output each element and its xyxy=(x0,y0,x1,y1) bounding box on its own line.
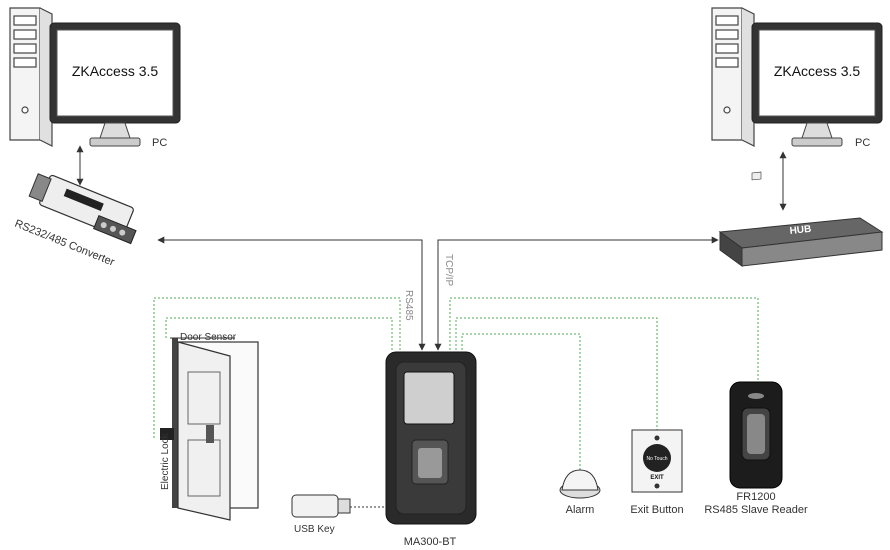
door xyxy=(160,337,259,521)
electric-lock-label: Electric Lock xyxy=(160,432,171,490)
alarm-siren xyxy=(559,469,601,499)
pc-right-screen-text: ZKAccess 3.5 xyxy=(774,63,861,79)
pc-right-label: PC xyxy=(855,137,870,149)
network-hub xyxy=(718,171,884,267)
green-wiring xyxy=(153,297,759,470)
tower-left xyxy=(9,7,53,147)
usb-key-label: USB Key xyxy=(294,524,335,535)
tcpip-label: TCP/IP xyxy=(443,254,454,287)
exit-button-device xyxy=(631,429,683,493)
pc-left-screen-text: ZKAccess 3.5 xyxy=(72,63,159,79)
exit-touch-text: No Touch xyxy=(646,456,667,462)
reader-label-line1: FR1200 xyxy=(736,491,775,503)
ma300-device xyxy=(385,351,477,525)
rs232-485-converter xyxy=(28,173,137,245)
pc-right: ZKAccess 3.5 PC xyxy=(711,7,883,149)
monitor-right xyxy=(751,22,883,147)
exit-button-label: Exit Button xyxy=(630,504,683,516)
reader-label-line2: RS485 Slave Reader xyxy=(704,504,808,516)
alarm-label: Alarm xyxy=(566,504,595,516)
door-sensor-label: Door Sensor xyxy=(180,332,237,343)
device-label: MA300-BT xyxy=(404,536,457,548)
pc-left: ZKAccess 3.5 PC xyxy=(9,7,181,149)
rs485-label: RS485 xyxy=(403,290,414,321)
usb-key xyxy=(291,494,388,518)
fr1200-reader xyxy=(729,381,783,489)
connection-arrows xyxy=(76,145,787,351)
hub-label: HUB xyxy=(789,224,812,237)
pc-left-label: PC xyxy=(152,137,167,149)
monitor-left xyxy=(49,22,181,147)
tower-right xyxy=(711,7,755,147)
exit-face-text: EXIT xyxy=(650,475,664,481)
